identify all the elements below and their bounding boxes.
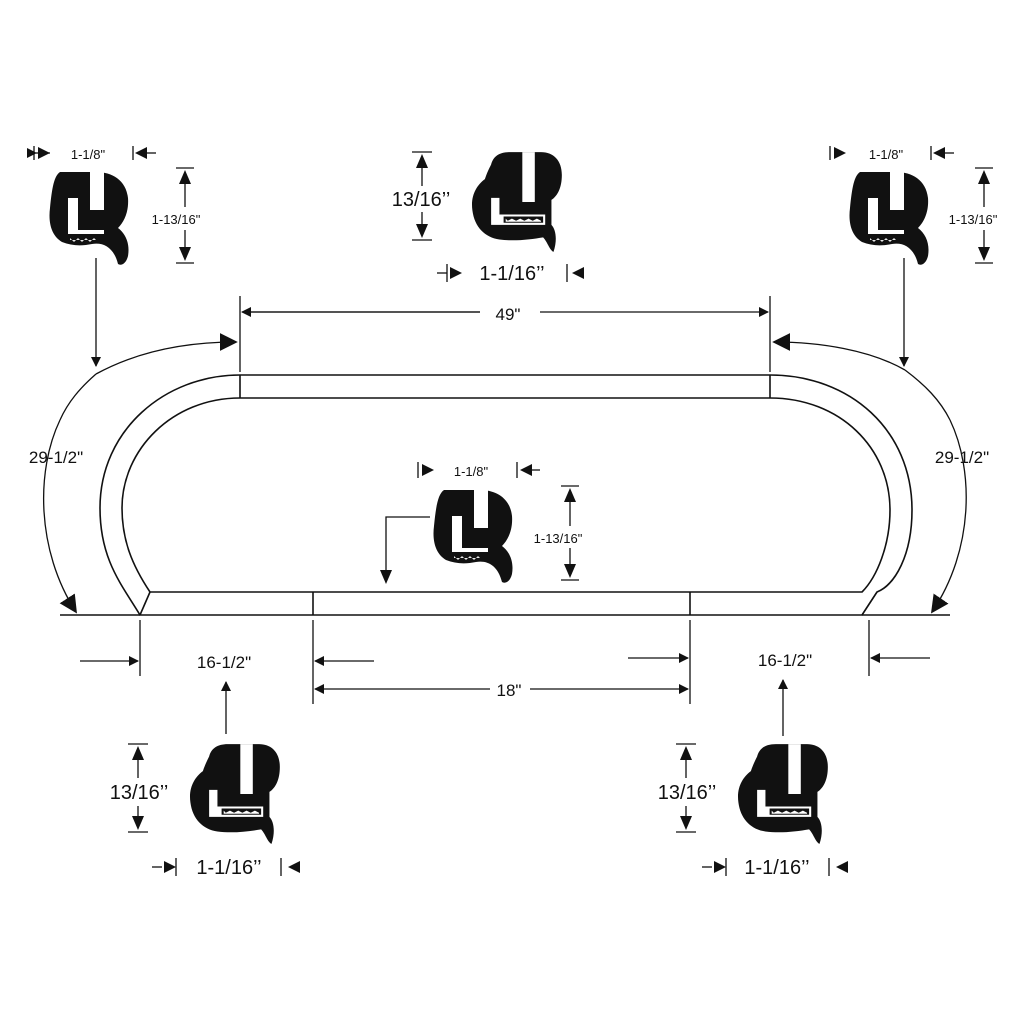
profile-top-left: 1-1/8" 1-13/16" — [27, 146, 201, 367]
left-curve-label: 29-1/2" — [29, 448, 83, 467]
profile-bottom-left: 13/16’’ 1-1/16’’ — [110, 743, 300, 879]
top-length-label: 49" — [496, 305, 521, 324]
joint-bottom-right-corner — [861, 591, 878, 616]
profile-top-center-width: 1-1/16’’ — [479, 263, 544, 285]
profile-center: 1-1/8" 1-13/16" — [380, 462, 583, 584]
seal-outline — [60, 374, 950, 616]
profile-top-right: 1-1/8" 1-13/16" — [829, 146, 998, 367]
dim-left-curve: 29-1/2" — [29, 333, 238, 614]
profile-top-left-shape — [49, 172, 129, 265]
profile-center-height: 1-13/16" — [534, 531, 583, 546]
dim-top-length: 49" — [239, 296, 771, 372]
profile-bottom-right: 13/16’’ 1-1/16’’ — [658, 743, 848, 879]
profile-bottom-left-height: 13/16’’ — [110, 782, 169, 804]
bottom-left-label: 16-1/2" — [197, 653, 251, 672]
dim-right-curve: 29-1/2" — [772, 333, 989, 614]
right-curve-label: 29-1/2" — [935, 448, 989, 467]
profile-bottom-right-height: 13/16’’ — [658, 782, 717, 804]
profile-top-right-width: 1-1/8" — [869, 147, 904, 162]
bottom-right-label: 16-1/2" — [758, 651, 812, 670]
profile-top-left-height: 1-13/16" — [152, 212, 201, 227]
profile-top-center-height: 13/16’’ — [392, 189, 451, 211]
profile-bottom-right-width: 1-1/16’’ — [744, 857, 809, 879]
profile-bottom-right-shape — [737, 744, 828, 844]
profile-center-width: 1-1/8" — [454, 464, 489, 479]
profile-center-shape — [433, 490, 513, 583]
profile-top-right-shape — [849, 172, 929, 265]
inner-outline — [121, 397, 891, 593]
profile-bottom-left-shape — [189, 744, 280, 844]
profile-top-right-height: 1-13/16" — [949, 212, 998, 227]
bottom-center-label: 18" — [497, 681, 522, 700]
dim-bottom: 16-1/2" 18" 16-1/2" — [80, 620, 930, 736]
profile-top-left-width: 1-1/8" — [71, 147, 106, 162]
profile-bottom-left-width: 1-1/16’’ — [196, 857, 261, 879]
joint-bottom-left-corner — [139, 591, 151, 616]
profile-top-center-shape — [471, 152, 562, 252]
profile-top-center: 13/16’’ 1-1/16’’ — [392, 151, 584, 285]
